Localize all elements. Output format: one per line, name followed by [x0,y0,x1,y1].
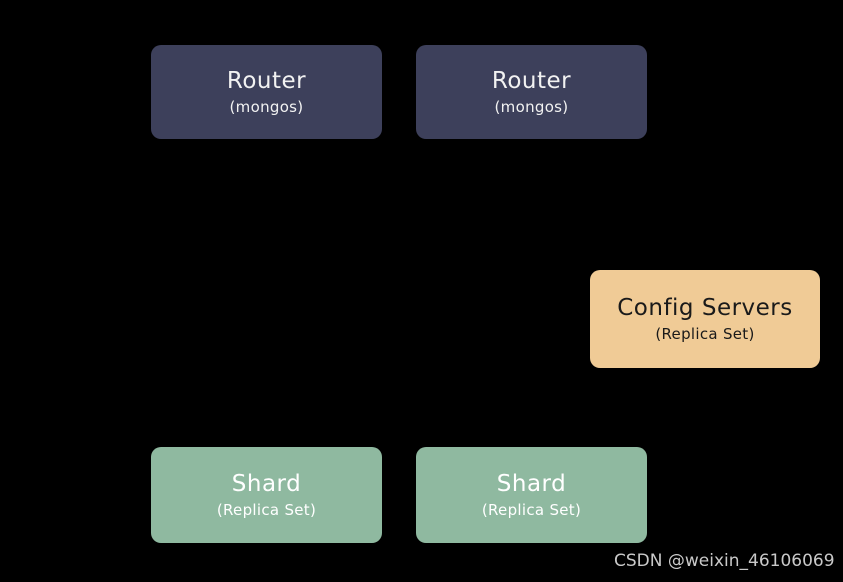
node-shard-1[interactable]: Shard (Replica Set) [151,447,382,543]
node-subtitle: (Replica Set) [481,500,582,519]
node-subtitle: (Replica Set) [655,324,755,343]
node-title: Router [491,67,572,94]
node-router-1[interactable]: Router (mongos) [151,45,382,139]
node-config-servers[interactable]: Config Servers (Replica Set) [590,270,820,368]
node-router-2[interactable]: Router (mongos) [416,45,647,139]
csdn-watermark: CSDN @weixin_46106069 [614,551,835,571]
node-subtitle: (mongos) [229,97,304,116]
node-shard-2[interactable]: Shard (Replica Set) [416,447,647,543]
node-subtitle: (mongos) [494,97,569,116]
node-title: Shard [496,470,567,497]
node-title: Config Servers [617,294,793,321]
node-subtitle: (Replica Set) [216,500,317,519]
node-title: Router [226,67,307,94]
node-title: Shard [231,470,302,497]
